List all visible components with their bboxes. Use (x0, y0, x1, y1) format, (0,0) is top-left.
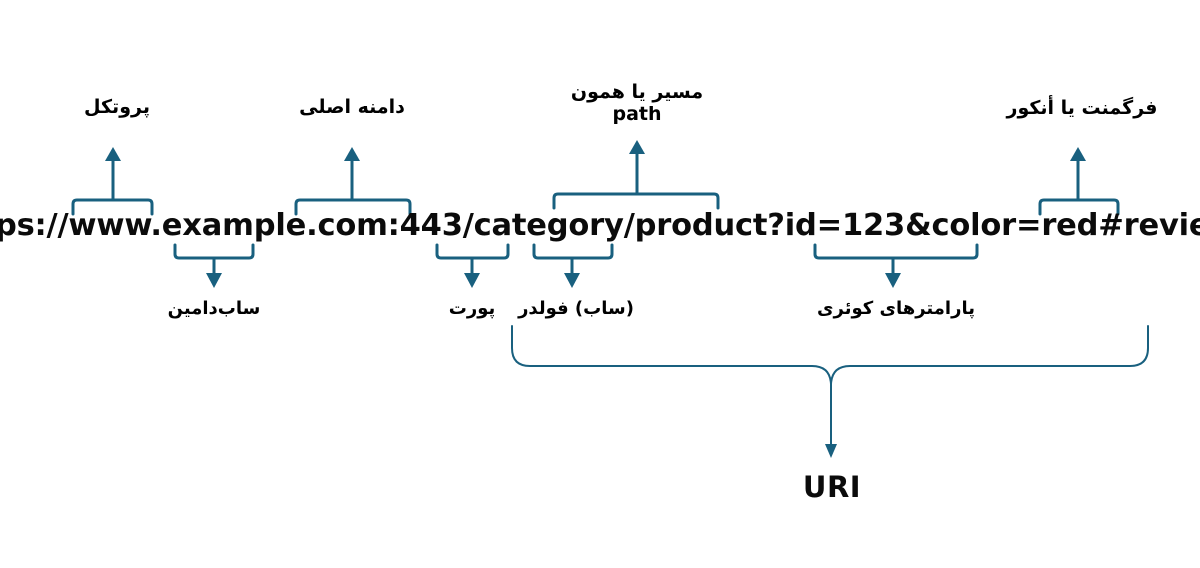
connector-path (552, 140, 720, 210)
label-main-domain: دامنه اصلی (299, 96, 405, 118)
connector-port (435, 243, 510, 288)
label-port: پورت (448, 298, 496, 319)
connector-subdomain (173, 243, 255, 288)
url-string: https://www.example.com:443/category/pro… (0, 208, 1200, 243)
label-subfolder: (ساب) فولدر (518, 298, 634, 319)
label-query-params: پارامترهای کوئری (817, 298, 975, 319)
connector-protocol (71, 147, 154, 216)
label-path-line1: مسیر یا همون (570, 81, 704, 103)
label-fragment: فرگمنت یا أنکور (1006, 97, 1158, 119)
label-uri: URI (802, 470, 862, 504)
connector-query-params (813, 243, 979, 288)
label-path: مسیر یا همون path (571, 81, 703, 126)
label-protocol: پروتکل (84, 96, 150, 118)
connector-main-domain (294, 147, 412, 216)
connector-fragment (1038, 147, 1120, 216)
connector-uri (511, 325, 1149, 458)
label-subdomain: ساب‌دامین (167, 298, 261, 319)
label-path-line2: path (612, 103, 662, 126)
connector-subfolder (532, 243, 614, 288)
